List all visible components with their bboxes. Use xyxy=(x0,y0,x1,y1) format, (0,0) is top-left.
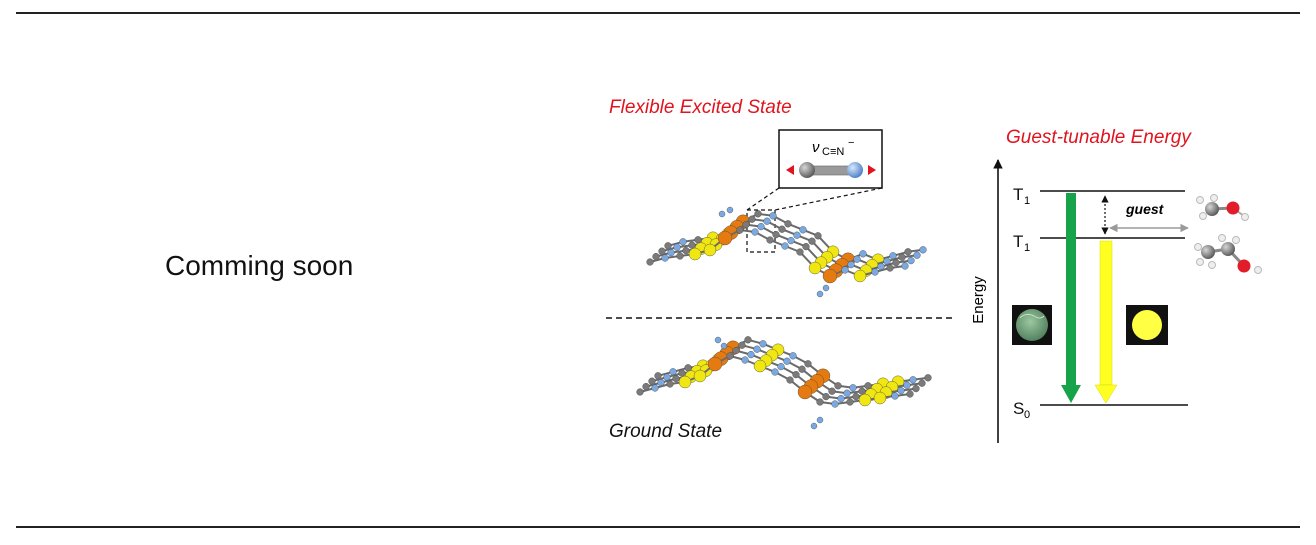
nitrogen-atom xyxy=(847,162,863,178)
t1-upper-sub: 1 xyxy=(1024,195,1030,207)
energy-diagram: Energy T 1 T 1 S 0 guest xyxy=(970,159,1262,443)
s0-label: S xyxy=(1013,399,1024,418)
molecule-layer xyxy=(636,352,914,408)
t1-lower-sub: 1 xyxy=(1024,242,1030,254)
cn-subscript: C≡N xyxy=(822,146,844,158)
yellow-emission-arrow xyxy=(1094,240,1118,404)
yellow-crystal-photo xyxy=(1126,305,1168,345)
nu-symbol: ν xyxy=(812,139,820,156)
molecule-layer xyxy=(646,226,909,284)
green-emission-arrow xyxy=(1061,193,1081,403)
zoom-line-right xyxy=(774,187,883,211)
energy-title: Guest-tunable Energy xyxy=(1006,127,1192,148)
methanol-molecule xyxy=(1196,194,1249,221)
t1-upper-label: T xyxy=(1013,185,1023,204)
t1-lower-label: T xyxy=(1013,232,1023,251)
zoom-line-left xyxy=(746,187,780,211)
coming-soon-text: Comming soon xyxy=(165,250,354,281)
energy-axis-label: Energy xyxy=(970,276,987,324)
top-rule xyxy=(16,12,1300,14)
excited-state-structure xyxy=(646,206,927,298)
ground-state-label: Ground State xyxy=(609,421,722,442)
cn-superscript: − xyxy=(848,137,854,149)
excited-state-title: Flexible Excited State xyxy=(609,97,792,118)
ground-state-structure xyxy=(636,336,932,430)
s0-sub: 0 xyxy=(1024,409,1030,421)
bottom-rule xyxy=(16,526,1300,528)
guest-label: guest xyxy=(1125,201,1165,217)
right-stretch-arrow-icon xyxy=(868,165,876,175)
ethanol-molecule xyxy=(1194,234,1262,274)
green-crystal-photo xyxy=(1012,305,1052,345)
left-stretch-arrow-icon xyxy=(786,165,794,175)
carbon-atom xyxy=(799,162,815,178)
cn-stretch-inset: ν C≡N − xyxy=(778,129,883,189)
